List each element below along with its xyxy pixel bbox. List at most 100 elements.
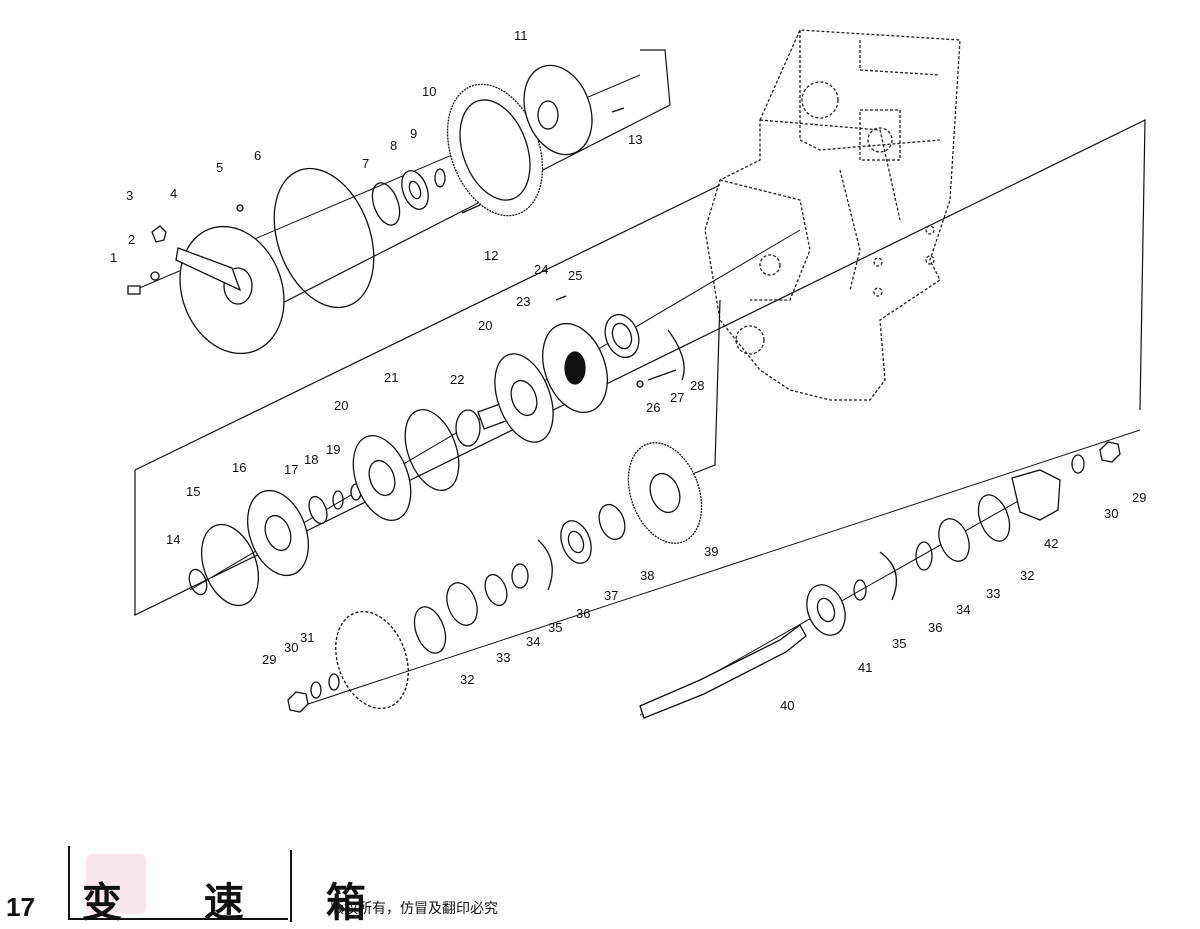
nut-29b [1099, 441, 1121, 463]
snap-ring-36b [879, 551, 898, 601]
ring-35b [853, 579, 867, 601]
callout-36a: 36 [576, 606, 590, 621]
callout-12: 12 [484, 248, 498, 263]
group-outlines [134, 49, 1146, 616]
callout-35a: 35 [548, 620, 562, 635]
callout-14: 14 [166, 532, 180, 547]
pin-12 [461, 204, 481, 214]
callout-30b: 30 [1104, 506, 1118, 521]
callout-34b: 34 [956, 602, 970, 617]
o-ring-32a [413, 606, 447, 654]
ring-31 [328, 673, 340, 691]
callout-26: 26 [646, 400, 660, 415]
callout-8: 8 [390, 138, 397, 153]
callout-20b: 20 [478, 318, 492, 333]
section-title: 变 速 箱 [82, 880, 400, 926]
o-ring-14 [188, 568, 208, 596]
yoke-42 [1011, 469, 1061, 521]
steel-plate-21 [404, 409, 460, 491]
pin-13 [611, 107, 625, 113]
o-ring-32b [977, 494, 1011, 542]
callout-15: 15 [186, 484, 200, 499]
washer-26 [636, 380, 644, 388]
page-number: 17 [6, 892, 35, 922]
pin-5 [236, 204, 244, 212]
callout-30a: 30 [284, 640, 298, 655]
callout-2: 2 [128, 232, 135, 247]
callout-3: 3 [126, 188, 133, 203]
callout-32a: 32 [460, 672, 474, 687]
callout-28: 28 [690, 378, 704, 393]
washer-30a [310, 681, 322, 699]
snap-ring-36a [537, 539, 553, 591]
pin-24 [555, 295, 567, 301]
callout-32b: 32 [1020, 568, 1034, 583]
callout-27: 27 [670, 390, 684, 405]
ring-18 [332, 490, 344, 510]
callout-40: 40 [780, 698, 794, 713]
hub-22 [455, 409, 481, 447]
page-footer: 17 变 速 箱 版权所有，仿冒及翻印必究 [0, 840, 1200, 929]
callout-33a: 33 [496, 650, 510, 665]
callout-34a: 34 [526, 634, 540, 649]
callout-5: 5 [216, 160, 223, 175]
upper-assembly [127, 64, 625, 355]
callout-7: 7 [362, 156, 369, 171]
washer-30b [1071, 454, 1085, 474]
callout-23: 23 [516, 294, 530, 309]
lower-assembly [287, 441, 1121, 719]
callout-29a: 29 [262, 652, 276, 667]
ring-34a [484, 573, 508, 607]
callout-labels: 1 2 3 4 5 6 7 8 9 10 11 12 13 14 15 16 1… [110, 28, 1146, 713]
callout-35b: 35 [892, 636, 906, 651]
callout-42: 42 [1044, 536, 1058, 551]
callout-10: 10 [422, 84, 436, 99]
callout-24: 24 [534, 262, 548, 277]
bolt-1 [127, 285, 141, 295]
ring-34b [915, 541, 933, 571]
callout-29b: 29 [1132, 490, 1146, 505]
seal-33b [938, 518, 970, 562]
middle-assembly [188, 295, 685, 607]
wire-28 [667, 329, 685, 381]
footer-underline [68, 918, 288, 920]
callout-16: 16 [232, 460, 246, 475]
exploded-parts-diagram: 1 2 3 4 5 6 7 8 9 10 11 12 13 14 15 16 1… [110, 28, 1146, 719]
seal-ring-7 [371, 182, 401, 226]
callout-13: 13 [628, 132, 642, 147]
snap-ring-9 [434, 168, 446, 188]
callout-31: 31 [300, 630, 314, 645]
footer-divider-right [290, 850, 292, 922]
gearbox-housing [704, 29, 961, 401]
callout-38: 38 [640, 568, 654, 583]
cover-arm [175, 247, 242, 292]
seal-ring-15 [201, 523, 259, 607]
callout-4: 4 [170, 186, 177, 201]
flange-dashed [335, 610, 409, 710]
callout-11: 11 [514, 28, 528, 43]
callout-21: 21 [384, 370, 398, 385]
callout-22: 22 [450, 372, 464, 387]
callout-39: 39 [704, 544, 718, 559]
washer-2 [150, 271, 160, 281]
footer-divider-left [68, 846, 70, 920]
bolt-27 [647, 369, 677, 381]
ring-35a [511, 563, 529, 589]
callout-33b: 33 [986, 586, 1000, 601]
callout-9: 9 [410, 126, 417, 141]
nut-29a [287, 691, 309, 713]
gasket-6 [273, 167, 375, 309]
faint-stamp [86, 854, 146, 914]
plug-3 [151, 225, 167, 243]
callout-41: 41 [858, 660, 872, 675]
axis-lines [129, 74, 1141, 716]
callout-18: 18 [304, 452, 318, 467]
callout-6: 6 [254, 148, 261, 163]
callout-17: 17 [284, 462, 298, 477]
spacer-38 [598, 503, 626, 541]
callout-19: 19 [326, 442, 340, 457]
callout-25: 25 [568, 268, 582, 283]
spacer-17 [308, 495, 328, 525]
callout-36b: 36 [928, 620, 942, 635]
seal-33a [446, 582, 478, 626]
